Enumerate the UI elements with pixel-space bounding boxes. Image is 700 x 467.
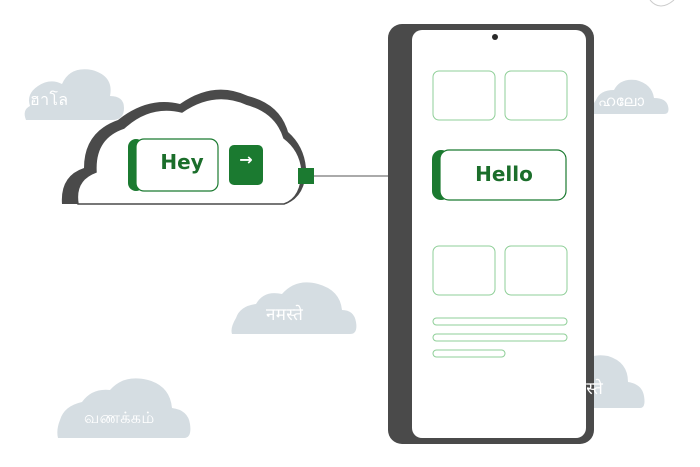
tile-bottom-left xyxy=(432,245,496,296)
connector-plug xyxy=(298,168,314,184)
corner-decoration xyxy=(649,0,675,7)
cloud-word-hindi-center: नमस्ते xyxy=(266,305,304,325)
text-line-1 xyxy=(432,317,568,326)
cloud-word-hindi-right: नमस्ते xyxy=(566,379,604,399)
source-text: Hey xyxy=(160,150,204,174)
cloud-malayalam xyxy=(592,79,669,114)
phone-camera-icon xyxy=(492,34,498,40)
translated-card xyxy=(439,149,567,201)
translated-text: Hello xyxy=(475,162,533,186)
cloud-word-thai: ฮาโล xyxy=(30,90,69,109)
cloud-thai xyxy=(24,69,125,120)
source-card xyxy=(135,138,219,192)
cloud-word-tamil: வணக்கம் xyxy=(84,408,155,427)
text-line-2 xyxy=(432,333,568,342)
phone-screen xyxy=(412,30,586,438)
cloud-tamil xyxy=(57,378,191,438)
text-line-3 xyxy=(432,349,506,358)
tile-top-left xyxy=(432,70,496,121)
cloud-word-malayalam: ഹലോ xyxy=(598,92,645,110)
send-button-bg xyxy=(229,145,263,185)
tile-bottom-right xyxy=(504,245,568,296)
arrow-right-icon: → xyxy=(239,150,253,169)
cloud-hindi-center xyxy=(231,282,357,334)
tile-top-right xyxy=(504,70,568,121)
screen-placeholders xyxy=(432,70,568,358)
